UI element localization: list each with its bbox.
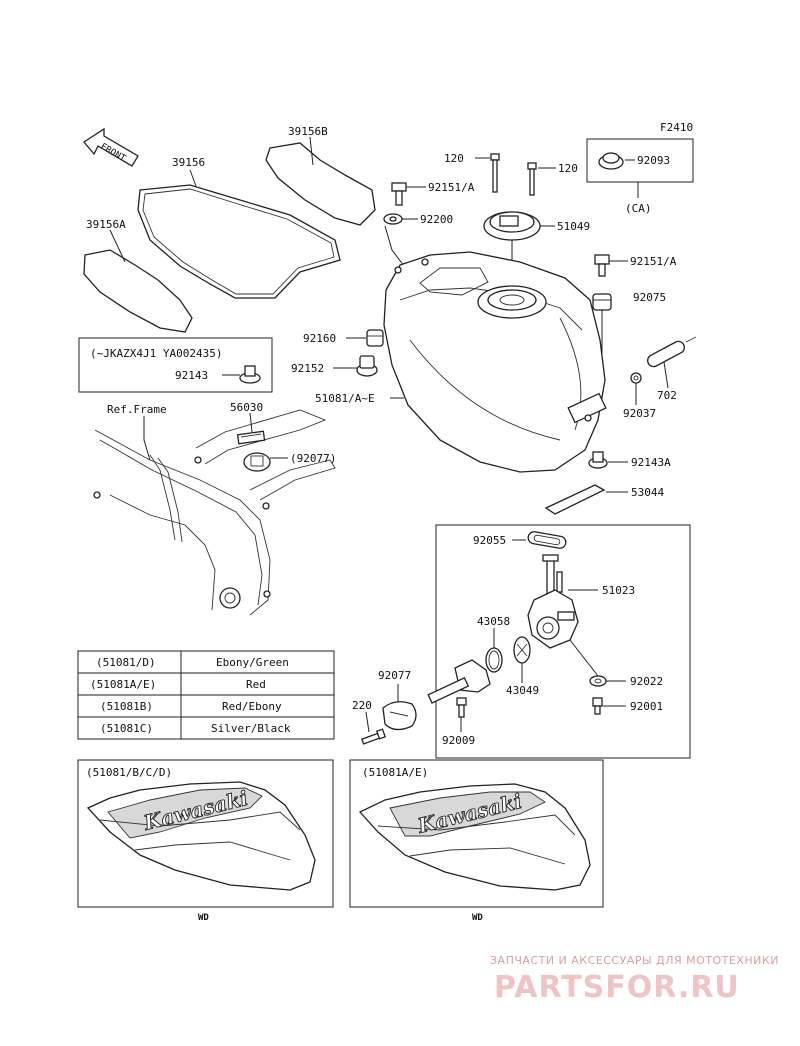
variant-panel-right: (51081A/E) Kawasaki bbox=[349, 759, 604, 908]
packing-43049 bbox=[513, 636, 531, 664]
gasket-92055 bbox=[527, 531, 567, 549]
clamp-92037 bbox=[630, 372, 642, 384]
ref-frame-label: Ref.Frame bbox=[107, 403, 167, 416]
fuel-cock-box bbox=[435, 524, 691, 759]
pad-39156 bbox=[137, 184, 341, 299]
part-label-51049: 51049 bbox=[557, 220, 590, 233]
bolt-120-right bbox=[527, 162, 537, 196]
strap-53044 bbox=[544, 484, 606, 515]
lever-92077 bbox=[382, 659, 491, 731]
part-label-120-left: 120 bbox=[444, 152, 464, 165]
variant-caption-right: WD bbox=[472, 913, 483, 923]
watermark-tagline: ЗАПЧАСТИ И АКСЕССУАРЫ ДЛЯ МОТОТЕХНИКИ bbox=[490, 954, 779, 967]
damper-92160 bbox=[366, 329, 384, 347]
variant-panel-left: (51081/B/C/D) Kawasaki bbox=[77, 759, 334, 908]
bolt-92151a-top bbox=[391, 182, 407, 206]
part-label-92037: 92037 bbox=[623, 407, 656, 420]
part-label-39156b: 39156B bbox=[288, 125, 328, 138]
damper-92143 bbox=[239, 365, 261, 384]
label-56030 bbox=[236, 430, 266, 445]
part-label-92160: 92160 bbox=[303, 332, 336, 345]
frame bbox=[93, 409, 336, 616]
part-label-92152: 92152 bbox=[291, 362, 324, 375]
damper-92143a bbox=[588, 451, 608, 469]
color-table-code: (51081/D) bbox=[96, 656, 156, 669]
part-label-92055: 92055 bbox=[473, 534, 506, 547]
part-label-92143a: 92143A bbox=[631, 456, 671, 469]
bolt-120-left bbox=[490, 153, 500, 193]
part-label-ca: (CA) bbox=[625, 202, 652, 215]
part-label-51081: 51081/A~E bbox=[315, 392, 375, 405]
part-label-51023: 51023 bbox=[602, 584, 635, 597]
fuel-cock-51023 bbox=[527, 554, 579, 649]
color-table: (51081/D) Ebony/Green (51081A/E) Red (51… bbox=[77, 650, 335, 740]
damper-92075 bbox=[592, 293, 612, 311]
part-label-92001: 92001 bbox=[630, 700, 663, 713]
part-label-92151a-top: 92151/A bbox=[428, 181, 475, 194]
part-label-39156a: 39156A bbox=[86, 218, 126, 231]
box-92093 bbox=[586, 138, 694, 183]
color-table-color: Red/Ebony bbox=[222, 700, 282, 713]
bolt-92151a-right bbox=[594, 254, 610, 277]
color-table-color: Ebony/Green bbox=[216, 656, 289, 669]
part-label-43058: 43058 bbox=[477, 615, 510, 628]
screw-220 bbox=[361, 728, 387, 745]
color-table-code: (51081A/E) bbox=[90, 678, 156, 691]
variant-title-left: (51081/B/C/D) bbox=[86, 766, 172, 779]
cap-92077-frame bbox=[243, 452, 271, 472]
part-label-92077: 92077 bbox=[378, 669, 411, 682]
part-label-92151a-right: 92151/A bbox=[630, 255, 677, 268]
cap-ring-51049 bbox=[483, 211, 541, 241]
color-table-color: Red bbox=[246, 678, 266, 691]
part-label-92143: 92143 bbox=[175, 369, 208, 382]
pad-39156a bbox=[83, 249, 193, 333]
serial-note: (~JKAZX4J1 YA002435) bbox=[90, 347, 222, 360]
figure-code: F2410 bbox=[660, 121, 693, 134]
color-table-code: (51081C) bbox=[100, 722, 153, 735]
screw-92009 bbox=[456, 697, 467, 718]
part-label-92075: 92075 bbox=[633, 291, 666, 304]
serial-note-box bbox=[78, 337, 273, 393]
watermark-brand: PARTSFOR.RU bbox=[494, 970, 740, 1005]
collar-92152 bbox=[356, 355, 378, 377]
o-ring-43058 bbox=[485, 647, 503, 673]
part-label-43049: 43049 bbox=[506, 684, 539, 697]
part-label-92093: 92093 bbox=[637, 154, 670, 167]
part-label-92077-paren: (92077) bbox=[290, 452, 336, 465]
color-table-color: Silver/Black bbox=[211, 722, 291, 735]
washer-92200 bbox=[383, 213, 403, 225]
color-table-code: (51081B) bbox=[100, 700, 153, 713]
part-label-92022: 92022 bbox=[630, 675, 663, 688]
part-label-92009: 92009 bbox=[442, 734, 475, 747]
part-label-120-right: 120 bbox=[558, 162, 578, 175]
washer-92022 bbox=[589, 675, 607, 687]
part-label-702: 702 bbox=[657, 389, 677, 402]
fuel-tank bbox=[383, 251, 607, 473]
part-label-56030: 56030 bbox=[230, 401, 263, 414]
part-label-220: 220 bbox=[352, 699, 372, 712]
variant-caption-left: WD bbox=[198, 913, 209, 923]
variant-title-right: (51081A/E) bbox=[362, 766, 428, 779]
part-label-39156: 39156 bbox=[172, 156, 205, 169]
pad-39156b bbox=[265, 142, 376, 226]
front-arrow-icon: FRONT bbox=[83, 127, 139, 167]
part-label-53044: 53044 bbox=[631, 486, 664, 499]
part-label-92200: 92200 bbox=[420, 213, 453, 226]
bolt-92001 bbox=[592, 697, 603, 715]
grommet-92093 bbox=[598, 152, 624, 170]
hose-702 bbox=[646, 336, 697, 368]
